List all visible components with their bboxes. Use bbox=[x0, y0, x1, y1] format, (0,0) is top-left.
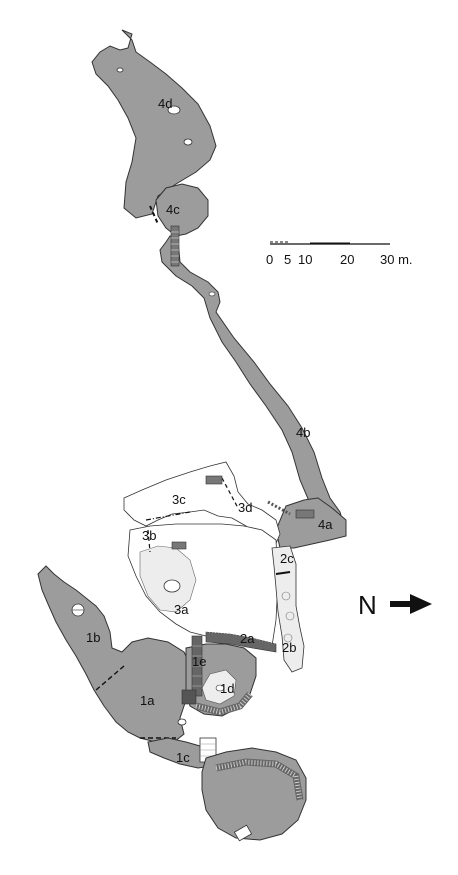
walkway-1d bbox=[181, 689, 253, 716]
scale-tick-10: 10 bbox=[298, 252, 312, 267]
stairs-4c bbox=[170, 225, 180, 267]
north-indicator: N bbox=[358, 590, 432, 620]
scale-bar: 0 5 10 20 30 m. bbox=[266, 241, 413, 267]
zone-labels: 4d 4c 4b 4a 3c 3d 3b 3a 2c 2a 2b 1b 1e 1… bbox=[86, 96, 333, 765]
scale-tick-0: 0 bbox=[266, 252, 273, 267]
area-4a bbox=[275, 497, 347, 549]
chamber-4c bbox=[149, 183, 209, 237]
scale-tick-30: 30 m. bbox=[380, 252, 413, 267]
zone-label-1e: 1e bbox=[192, 654, 206, 669]
zone-label-1d: 1d bbox=[220, 681, 234, 696]
zone-label-3b: 3b bbox=[142, 528, 156, 543]
zone-label-1c: 1c bbox=[176, 750, 190, 765]
zone-label-1b: 1b bbox=[86, 630, 100, 645]
zone-label-4b: 4b bbox=[296, 425, 310, 440]
zone-label-2b: 2b bbox=[282, 640, 296, 655]
bottom-chamber bbox=[201, 747, 307, 842]
zone-label-2c: 2c bbox=[280, 551, 294, 566]
walkway-2a bbox=[205, 631, 277, 653]
walkway-1e bbox=[191, 635, 203, 697]
zone-label-4a: 4a bbox=[318, 517, 333, 532]
area-1d-1e bbox=[185, 643, 257, 717]
scale-tick-20: 20 bbox=[340, 252, 354, 267]
zone-label-2a: 2a bbox=[240, 631, 255, 646]
zone-label-4c: 4c bbox=[166, 202, 180, 217]
arrow-right-icon bbox=[390, 594, 432, 614]
zone-label-4d: 4d bbox=[158, 96, 172, 111]
zone-label-3a: 3a bbox=[174, 602, 189, 617]
passage-2c-2b bbox=[271, 545, 305, 673]
zone-label-3d: 3d bbox=[238, 500, 252, 515]
zone-label-3c: 3c bbox=[172, 492, 186, 507]
scale-tick-5: 5 bbox=[284, 252, 291, 267]
north-label: N bbox=[358, 590, 377, 620]
zone-label-1a: 1a bbox=[140, 693, 155, 708]
gallery-4d bbox=[91, 29, 217, 219]
area-3a bbox=[127, 523, 279, 647]
